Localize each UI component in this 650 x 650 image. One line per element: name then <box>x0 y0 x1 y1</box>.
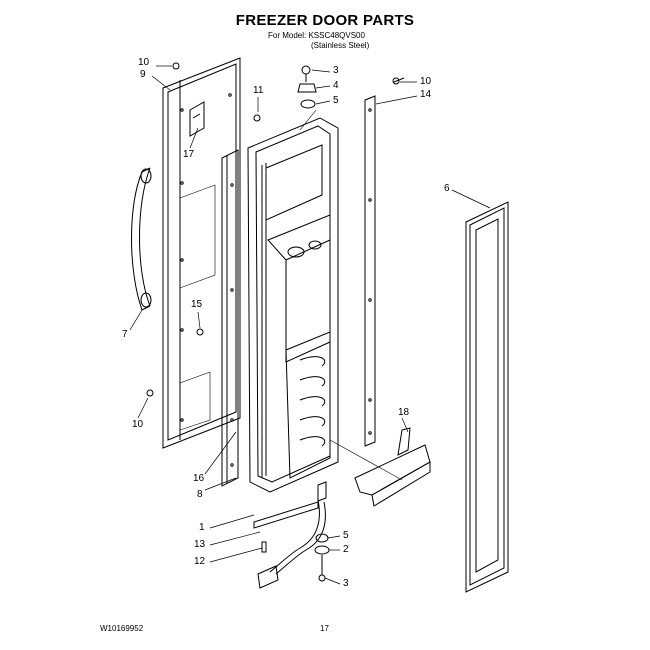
callout-3: 3 <box>333 65 339 76</box>
callout-18: 18 <box>398 407 410 418</box>
callout-14: 14 <box>420 89 432 100</box>
page-number: 17 <box>320 624 329 633</box>
callout-3-bottom: 3 <box>343 578 349 589</box>
callout-2: 2 <box>343 544 349 555</box>
callout-9: 9 <box>140 69 146 80</box>
door-gasket <box>465 201 509 593</box>
page-title: FREEZER DOOR PARTS <box>235 12 415 29</box>
outer-door-panel <box>162 57 241 449</box>
callout-1: 1 <box>199 522 205 533</box>
callout-6: 6 <box>444 183 450 194</box>
callout-12: 12 <box>194 556 206 567</box>
callout-11: 11 <box>253 85 264 96</box>
side-strip-14 <box>364 95 376 447</box>
callout-5: 5 <box>333 95 339 106</box>
bracket-17 <box>189 101 205 137</box>
document-number: W10169952 <box>100 624 144 633</box>
callout-17: 17 <box>183 149 195 160</box>
callout-7: 7 <box>122 329 128 340</box>
callout-10-right: 10 <box>420 76 432 87</box>
leader-lines <box>129 65 491 585</box>
screw-10-bottom <box>146 389 154 397</box>
callout-15: 15 <box>191 299 203 310</box>
door-liner <box>247 117 403 493</box>
screw-11 <box>253 114 261 122</box>
screw-15 <box>196 328 204 336</box>
bottom-hinge <box>253 481 330 589</box>
callout-13: 13 <box>194 539 206 550</box>
callout-10: 10 <box>138 57 150 68</box>
callout-8: 8 <box>197 489 203 500</box>
callout-4: 4 <box>333 80 339 91</box>
gasket-strip <box>221 149 239 487</box>
finish-line: (Stainless Steel) <box>311 41 370 50</box>
callout-16: 16 <box>193 473 205 484</box>
door-handle <box>131 167 152 311</box>
callout-5-bottom: 5 <box>343 530 349 541</box>
model-line: For Model: KSSC48QVS00 <box>268 31 365 40</box>
screw-10-top <box>172 62 180 70</box>
top-hinge <box>297 65 317 131</box>
door-bin <box>354 427 431 507</box>
screw-head <box>392 77 400 85</box>
callout-10-bottom: 10 <box>132 419 144 430</box>
